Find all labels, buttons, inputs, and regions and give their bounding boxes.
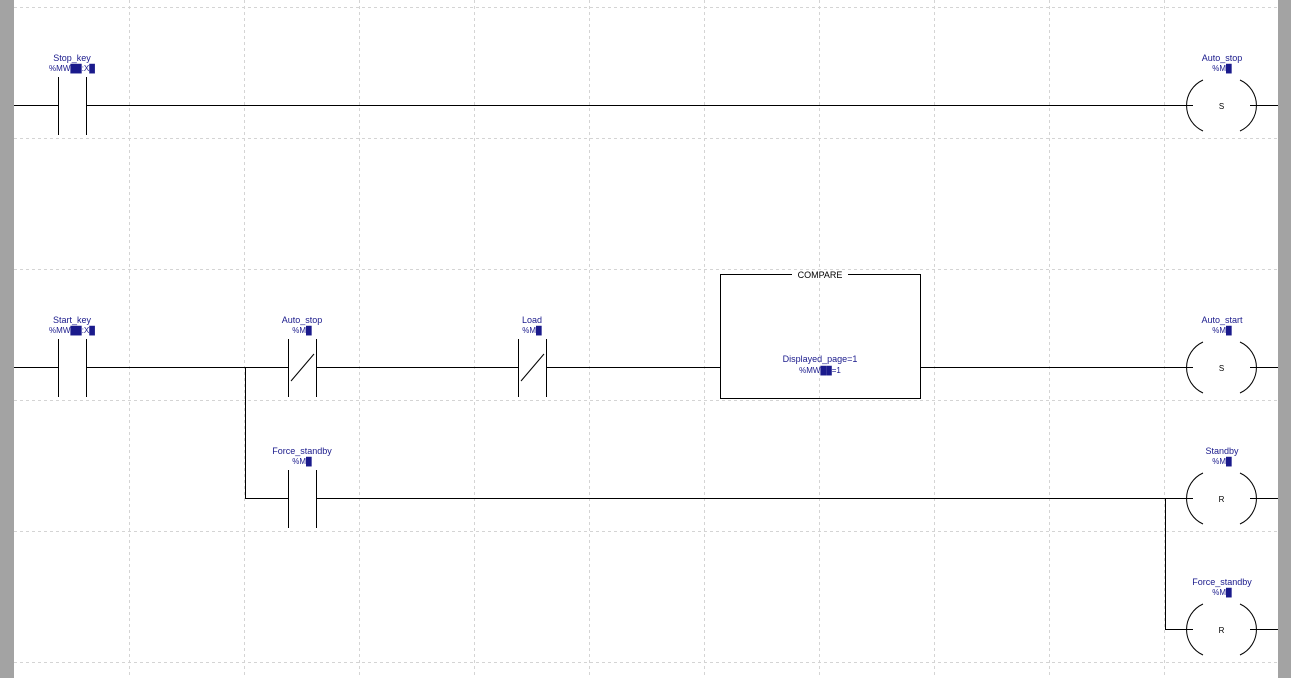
contact-address: %MW██:X█ [49, 325, 95, 336]
coil-type: R [1219, 626, 1225, 635]
contact-address: %M█ [292, 456, 312, 467]
contact-label: Auto_stop [282, 315, 323, 325]
right-power-rail [1278, 0, 1291, 678]
coil-address: %M█ [1212, 325, 1232, 336]
contact-address: %M█ [292, 325, 312, 336]
coil-type: S [1219, 102, 1224, 111]
rung-2 [14, 367, 1278, 630]
compare-expression: Displayed_page=1 [783, 354, 858, 364]
contact-start-key[interactable]: Start_key %MW██:X█ [49, 315, 95, 397]
coil-address: %M█ [1212, 587, 1232, 598]
coil-auto-stop[interactable]: S Auto_stop %M█ [1186, 53, 1257, 132]
coil-type: R [1219, 495, 1225, 504]
grid [14, 0, 1278, 678]
coil-label: Force_standby [1192, 577, 1252, 587]
compare-title: COMPARE [798, 270, 843, 280]
contact-label: Start_key [53, 315, 92, 325]
compare-block[interactable]: COMPARE Displayed_page=1 %MW██=1 [720, 270, 921, 399]
coil-address: %M█ [1212, 63, 1232, 74]
coil-label: Auto_start [1201, 315, 1243, 325]
coil-label: Auto_stop [1202, 53, 1243, 63]
contact-load-negated[interactable]: Load %M█ [518, 315, 547, 397]
coil-force-standby[interactable]: R Force_standby %M█ [1186, 577, 1257, 656]
contact-auto-stop-negated[interactable]: Auto_stop %M█ [282, 315, 323, 397]
coil-auto-start[interactable]: S Auto_start %M█ [1186, 315, 1257, 394]
contact-label: Load [522, 315, 542, 325]
contact-stop-key[interactable]: Stop_key %MW██:X█ [49, 53, 95, 135]
contact-address: %MW██:X█ [49, 63, 95, 74]
contact-address: %M█ [522, 325, 542, 336]
compare-address: %MW██=1 [799, 365, 841, 376]
coil-standby[interactable]: R Standby %M█ [1186, 446, 1257, 525]
coil-type: S [1219, 364, 1224, 373]
contact-label: Stop_key [53, 53, 91, 63]
left-power-rail [0, 0, 14, 678]
contact-label: Force_standby [272, 446, 332, 456]
coil-label: Standby [1205, 446, 1239, 456]
coil-address: %M█ [1212, 456, 1232, 467]
contact-force-standby[interactable]: Force_standby %M█ [272, 446, 332, 528]
